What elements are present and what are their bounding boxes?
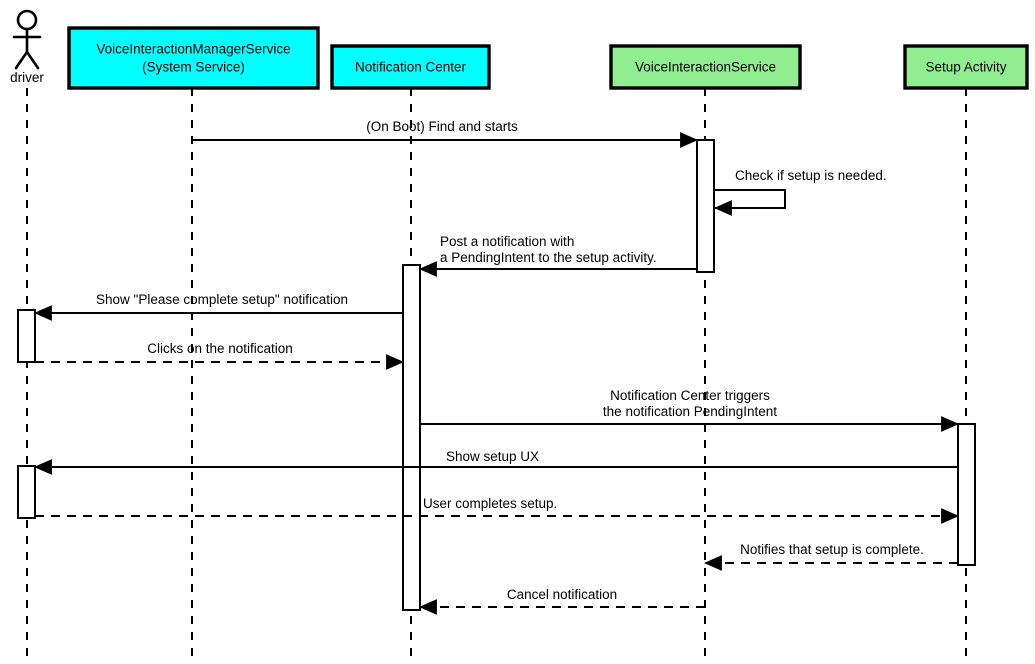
- message-1: (On Boot) Find and starts: [192, 119, 699, 148]
- participant-label-setup_activity: Setup Activity: [925, 60, 1006, 75]
- message-label-3-line1: Post a notification with: [440, 234, 574, 249]
- participant-label-driver: driver: [10, 70, 44, 85]
- participant-box-vis: [609, 44, 802, 90]
- message-label-2: Check if setup is needed.: [735, 168, 887, 183]
- activation-bar-notification_center: [402, 264, 421, 611]
- message-4: Show "Please complete setup" notificatio…: [33, 292, 403, 321]
- message-label-10: Cancel notification: [507, 587, 617, 602]
- message-label-6-line2: the notification PendingIntent: [603, 404, 777, 419]
- message-7: Show setup UX: [33, 449, 958, 475]
- participant-driver[interactable]: driver: [10, 9, 44, 85]
- message-10: Cancel notification: [418, 587, 705, 615]
- participant-label-vims-line1: VoiceInteractionManagerService: [96, 42, 290, 57]
- message-label-5: Clicks on the notification: [147, 341, 293, 356]
- participant-vims[interactable]: VoiceInteractionManagerService (System Se…: [67, 26, 320, 90]
- message-label-6-line1: Notification Center triggers: [610, 388, 770, 403]
- participant-setup_activity[interactable]: Setup Activity: [903, 44, 1029, 90]
- message-2: Check if setup is needed.: [713, 168, 887, 216]
- participant-label-notification_center: Notification Center: [355, 60, 467, 75]
- participant-label-vis: VoiceInteractionService: [635, 60, 776, 75]
- participant-notification_center[interactable]: Notification Center: [330, 44, 491, 90]
- participant-box-vims: [67, 26, 320, 90]
- participant-box-setup_activity: [903, 44, 1029, 90]
- message-8: User completes setup.: [35, 496, 960, 524]
- message-self-arrow-2: [713, 189, 786, 216]
- activation-bar-setup_activity: [957, 423, 976, 566]
- message-5: Clicks on the notification: [35, 341, 405, 370]
- message-label-7: Show setup UX: [446, 449, 539, 464]
- actor-stick-figure-icon: [12, 9, 42, 70]
- message-label-1: (On Boot) Find and starts: [366, 119, 518, 134]
- participant-box-notification_center: [330, 44, 491, 90]
- message-label-8: User completes setup.: [423, 496, 557, 511]
- activation-bar-driver: [17, 465, 36, 519]
- message-label-9: Notifies that setup is complete.: [740, 542, 924, 557]
- participant-label-vims-line2: (System Service): [142, 60, 245, 75]
- activation-bar-vis: [696, 139, 715, 273]
- message-9: Notifies that setup is complete.: [703, 542, 958, 571]
- participant-headers-layer: driver VoiceInteractionManagerService (Sys…: [10, 9, 1029, 90]
- participant-vis[interactable]: VoiceInteractionService: [609, 44, 802, 90]
- message-label-3-line2: a PendingIntent to the setup activity.: [440, 250, 657, 265]
- message-label-4: Show "Please complete setup" notificatio…: [96, 292, 348, 307]
- activation-bar-driver: [17, 309, 36, 363]
- activation-bars-layer: [17, 139, 976, 611]
